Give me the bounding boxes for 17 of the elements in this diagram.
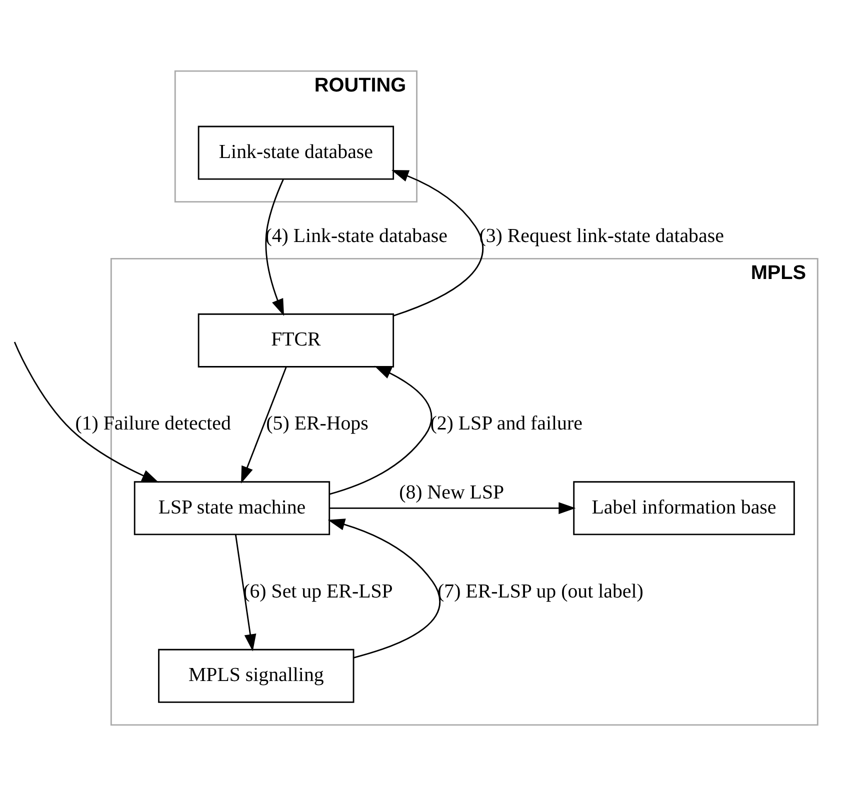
arrow bbox=[329, 365, 432, 494]
arrow bbox=[328, 518, 440, 658]
arrow bbox=[234, 534, 256, 651]
node-box: Label information base bbox=[573, 480, 795, 535]
node-box: MPLS signalling bbox=[158, 648, 354, 702]
arrow bbox=[14, 341, 159, 482]
edge-label: (4) Link-state database bbox=[265, 224, 448, 246]
arrow bbox=[241, 366, 287, 483]
arrow bbox=[392, 170, 484, 316]
node-box: Link-state database bbox=[198, 125, 394, 180]
edge-label: (8) New LSP bbox=[399, 481, 504, 503]
node-box: LSP state machine bbox=[134, 480, 330, 535]
edge-label: (2) LSP and failure bbox=[430, 412, 582, 434]
arrow bbox=[265, 178, 284, 316]
arrow bbox=[330, 502, 576, 514]
node-box: FTCR bbox=[198, 312, 394, 367]
edge-label: (5) ER-Hops bbox=[266, 412, 368, 434]
